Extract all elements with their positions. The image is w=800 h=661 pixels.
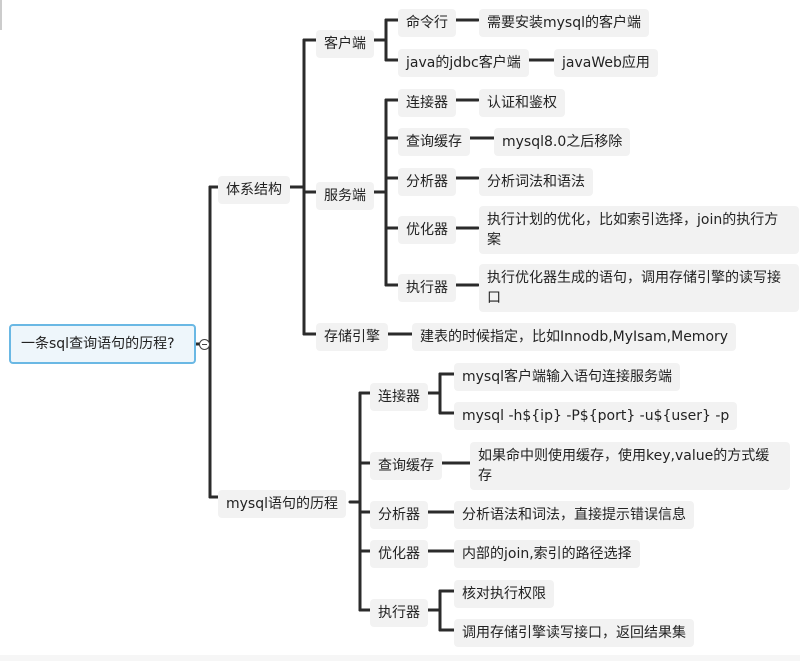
detail-flow-connector-2[interactable]: mysql -h${ip} -P${port} -u${user} -p (454, 402, 738, 430)
detail-flow-connector-1[interactable]: mysql客户端输入语句连接服务端 (454, 363, 680, 391)
detail-flow-executor-2[interactable]: 调用存储引擎读写接口，返回结果集 (454, 619, 694, 647)
topic-architecture[interactable]: 体系结构 (218, 176, 290, 204)
detail-query-cache[interactable]: mysql8.0之后移除 (494, 128, 631, 156)
topic-analyzer[interactable]: 分析器 (398, 168, 456, 196)
topic-flow-connector[interactable]: 连接器 (370, 383, 428, 411)
root-topic[interactable]: 一条sql查询语句的历程? (9, 324, 196, 364)
collapse-toggle-icon[interactable] (199, 339, 210, 350)
topic-client[interactable]: 客户端 (316, 30, 374, 58)
detail-analyzer[interactable]: 分析词法和语法 (479, 168, 593, 196)
topic-storage-engine[interactable]: 存储引擎 (316, 323, 388, 351)
detail-flow-cache[interactable]: 如果命中则使用缓存，使用key,value的方式缓存 (470, 442, 790, 490)
topic-cmd-line[interactable]: 命令行 (398, 9, 456, 37)
topic-connector[interactable]: 连接器 (398, 89, 456, 117)
topic-executor[interactable]: 执行器 (398, 274, 456, 302)
topic-sql-flow[interactable]: mysql语句的历程 (218, 490, 346, 518)
topic-flow-analyzer[interactable]: 分析器 (370, 501, 428, 529)
topic-server[interactable]: 服务端 (316, 182, 374, 210)
topic-flow-executor[interactable]: 执行器 (370, 599, 428, 627)
detail-storage-engine[interactable]: 建表的时候指定，比如Innodb,MyIsam,Memory (412, 323, 737, 351)
topic-jdbc-client[interactable]: java的jdbc客户端 (398, 49, 529, 77)
detail-executor[interactable]: 执行优化器生成的语句，调用存储引擎的读写接口 (479, 264, 799, 312)
detail-jdbc-client[interactable]: javaWeb应用 (554, 49, 658, 77)
topic-query-cache[interactable]: 查询缓存 (398, 128, 470, 156)
topic-flow-cache[interactable]: 查询缓存 (370, 452, 442, 480)
detail-flow-analyzer[interactable]: 分析语法和词法，直接提示错误信息 (454, 501, 694, 529)
detail-flow-executor-1[interactable]: 核对执行权限 (454, 580, 554, 608)
topic-optimizer[interactable]: 优化器 (398, 216, 456, 244)
detail-connector[interactable]: 认证和鉴权 (479, 89, 565, 117)
detail-flow-optimizer[interactable]: 内部的join,索引的路径选择 (454, 540, 640, 568)
topic-flow-optimizer[interactable]: 优化器 (370, 540, 428, 568)
detail-cmd-line[interactable]: 需要安装mysql的客户端 (479, 9, 649, 37)
bottom-edge (0, 655, 800, 661)
detail-optimizer[interactable]: 执行计划的优化，比如索引选择，join的执行方案 (479, 206, 799, 254)
left-edge-line (0, 0, 2, 30)
